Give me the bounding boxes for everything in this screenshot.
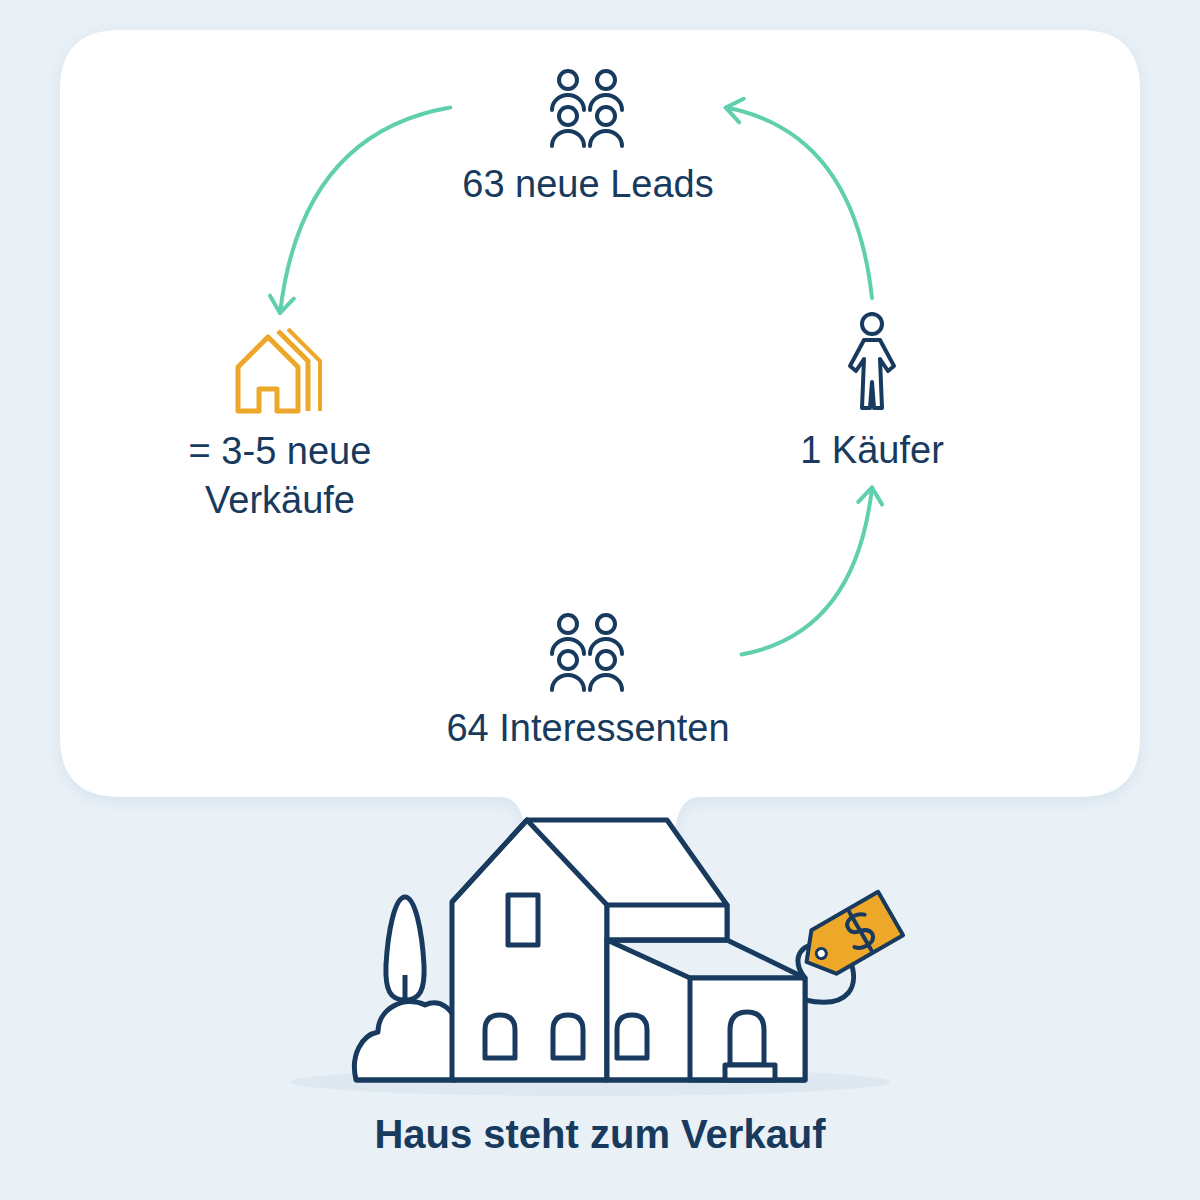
- icon-node: = 3-5 neue Verkäufe: [145, 325, 415, 526]
- dormer: [607, 905, 727, 940]
- node-icon: [540, 68, 636, 148]
- dollar-sign: [838, 906, 882, 957]
- arrow-curve: [726, 108, 872, 298]
- arched-window: [617, 1015, 647, 1058]
- icon-node: 64 Interessenten: [446, 612, 729, 753]
- caption: Haus steht zum Verkauf: [0, 1112, 1200, 1157]
- window: [508, 895, 538, 945]
- arrow-curve: [742, 487, 872, 654]
- arched-window: [485, 1015, 515, 1058]
- arrow-head: [270, 296, 294, 313]
- door: [730, 1012, 764, 1065]
- cycle-arrow: [270, 108, 450, 313]
- node-label: = 3-5 neue Verkäufe: [145, 427, 415, 526]
- icon-node: 1 Käufer: [800, 310, 944, 475]
- node-icon: [840, 310, 904, 414]
- extension-roof: [607, 940, 805, 978]
- house-illustration: [354, 820, 853, 1080]
- cycle-arrow: [742, 487, 883, 654]
- price-tag: [794, 892, 903, 984]
- extension-wall: [690, 978, 805, 1080]
- price-tag-shape: [794, 892, 903, 984]
- arched-window: [553, 1015, 583, 1058]
- tag-hole: [814, 947, 828, 961]
- node-label: 1 Käufer: [800, 426, 944, 475]
- door-step: [725, 1065, 775, 1080]
- speech-bubble-panel: [60, 30, 1140, 830]
- arrow-curve: [280, 108, 450, 313]
- cycle-arrow: [726, 99, 872, 298]
- node-label: 64 Interessenten: [446, 704, 729, 753]
- node-icon: [540, 612, 636, 692]
- bush: [354, 1002, 455, 1080]
- icon-node: 63 neue Leads: [462, 68, 713, 209]
- arrow-head: [726, 99, 744, 123]
- node-label: 63 neue Leads: [462, 160, 713, 209]
- node-icon: [230, 325, 330, 415]
- house-gable: [452, 820, 607, 1080]
- house-extension: [607, 940, 805, 1080]
- arrow-head: [858, 487, 882, 504]
